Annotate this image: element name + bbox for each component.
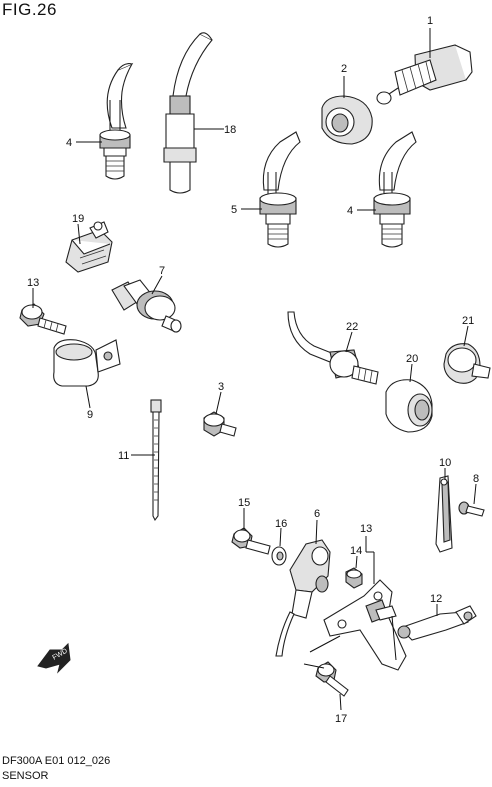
- callout-22: 22: [346, 321, 358, 333]
- callout-11: 11: [118, 450, 129, 462]
- callout-9: 9: [87, 409, 93, 421]
- part-22-sensor: [287, 311, 379, 385]
- callout-3: 3: [218, 381, 224, 393]
- section-title: SENSOR: [2, 770, 49, 782]
- part-1-sensor: [376, 44, 473, 105]
- part-4-sensor-right: [373, 131, 417, 248]
- callout-labels: 1 2 3 4 4 5 6 7 8 9 10 11 12 13 13 14 15…: [27, 15, 479, 725]
- part-13-bolt: [19, 303, 67, 335]
- callout-1: 1: [427, 15, 433, 27]
- callout-5: 5: [231, 204, 237, 216]
- part-7-pressure-sensor: [111, 279, 182, 333]
- callout-13-upper: 13: [27, 277, 39, 289]
- callout-18: 18: [224, 124, 236, 136]
- callout-6: 6: [314, 508, 320, 520]
- part-13-bracket-assembly: [323, 579, 407, 671]
- part-19-connector: [65, 221, 113, 273]
- part-18-sensor: [163, 32, 213, 194]
- fwd-arrow-icon: FWD: [37, 642, 71, 674]
- part-3-bolt: [203, 411, 237, 437]
- part-8-screw: [458, 501, 485, 517]
- figure-title: FIG.26: [2, 0, 57, 19]
- part-16-washer: [271, 546, 287, 566]
- document-code: DF300A E01 012_026: [2, 755, 111, 767]
- callout-4-left: 4: [66, 137, 72, 149]
- part-15-bolt: [231, 527, 271, 555]
- leader-lines: [32, 28, 477, 711]
- part-9-clamp: [53, 339, 121, 387]
- callout-15: 15: [238, 497, 250, 509]
- part-14-nut: [345, 567, 363, 589]
- callout-7: 7: [159, 265, 165, 277]
- callout-4-right: 4: [347, 205, 353, 217]
- callout-19: 19: [72, 213, 84, 225]
- part-5-sensor: [259, 131, 301, 248]
- callout-2: 2: [341, 63, 347, 75]
- callout-8: 8: [473, 473, 479, 485]
- callout-17: 17: [335, 713, 347, 725]
- part-10-bracket: [435, 475, 453, 553]
- callout-10: 10: [439, 457, 451, 469]
- part-12-link-arm: [397, 605, 477, 641]
- part-21-sensor: [443, 343, 491, 384]
- callout-12: 12: [430, 593, 442, 605]
- callout-20: 20: [406, 353, 418, 365]
- callout-13-lower: 13: [360, 523, 372, 535]
- part-4-sensor-left: [99, 62, 134, 180]
- callout-14: 14: [350, 545, 362, 557]
- part-2-grommet: [321, 95, 373, 145]
- part-11-cable-tie: [150, 399, 162, 522]
- part-20-cap: [385, 379, 433, 433]
- callout-16: 16: [275, 518, 287, 530]
- callout-21: 21: [462, 315, 474, 327]
- part-6-sensor: [275, 539, 331, 657]
